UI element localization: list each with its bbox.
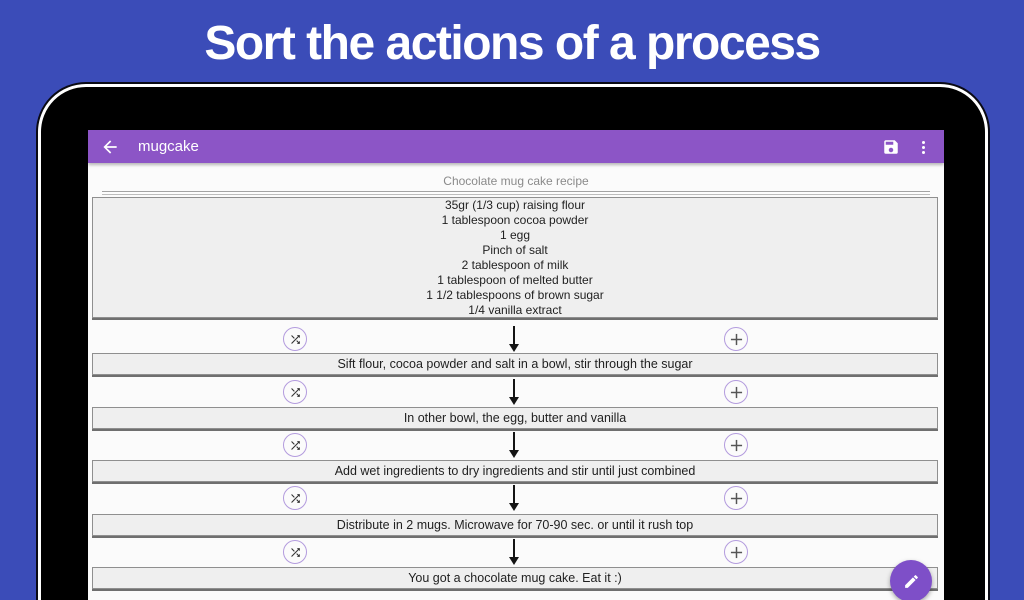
insert-step-button[interactable] <box>724 540 748 564</box>
step-connector-row <box>88 432 944 458</box>
overflow-menu-icon[interactable] <box>914 137 932 157</box>
ingredient-line: 2 tablespoon of milk <box>461 257 569 272</box>
ingredient-line: 1 tablespoon of melted butter <box>437 272 593 287</box>
app-screen: mugcake Chocolate mug cake recipe 35gr (… <box>88 130 944 600</box>
down-arrow-icon <box>507 485 521 511</box>
down-arrow-icon <box>507 432 521 458</box>
insert-step-button[interactable] <box>724 433 748 457</box>
title-divider <box>102 191 930 195</box>
ingredient-line: 1 1/2 tablespoons of brown sugar <box>426 287 604 302</box>
step-connector-row <box>88 379 944 405</box>
ingredient-line: 1 egg <box>499 227 531 242</box>
recipe-title: Chocolate mug cake recipe <box>443 174 589 188</box>
step-box[interactable]: Add wet ingredients to dry ingredients a… <box>92 460 938 482</box>
ingredient-line: 1/4 vanilla extract <box>468 302 562 317</box>
down-arrow-icon <box>507 539 521 565</box>
step-connector-row <box>88 326 944 352</box>
insert-step-button[interactable] <box>724 380 748 404</box>
insert-step-button[interactable] <box>724 486 748 510</box>
appbar: mugcake <box>88 130 944 163</box>
swap-steps-button[interactable] <box>283 540 307 564</box>
step-box[interactable]: You got a chocolate mug cake. Eat it :) <box>92 567 938 589</box>
ingredient-line: Pinch of salt <box>482 242 548 257</box>
appbar-title: mugcake <box>138 138 199 155</box>
save-icon[interactable] <box>882 138 900 156</box>
swap-steps-button[interactable] <box>283 380 307 404</box>
insert-step-button[interactable] <box>724 327 748 351</box>
swap-steps-button[interactable] <box>283 486 307 510</box>
step-connector-row <box>88 539 944 565</box>
ingredient-line: 35gr (1/3 cup) raising flour <box>444 197 586 212</box>
down-arrow-icon <box>507 326 521 352</box>
edit-fab-button[interactable] <box>890 560 932 600</box>
swap-steps-button[interactable] <box>283 327 307 351</box>
swap-steps-button[interactable] <box>283 433 307 457</box>
ingredient-line: 1 tablespoon cocoa powder <box>441 212 589 227</box>
step-box[interactable]: In other bowl, the egg, butter and vanil… <box>92 407 938 429</box>
poster-title: Sort the actions of a process <box>204 17 821 70</box>
ingredients-box[interactable]: 35gr (1/3 cup) raising flour 1 tablespoo… <box>92 197 938 318</box>
step-connector-row <box>88 485 944 511</box>
step-box[interactable]: Distribute in 2 mugs. Microwave for 70-9… <box>92 514 938 536</box>
back-arrow-icon[interactable] <box>100 137 120 157</box>
step-box[interactable]: Sift flour, cocoa powder and salt in a b… <box>92 353 938 375</box>
down-arrow-icon <box>507 379 521 405</box>
pencil-icon <box>904 574 918 588</box>
